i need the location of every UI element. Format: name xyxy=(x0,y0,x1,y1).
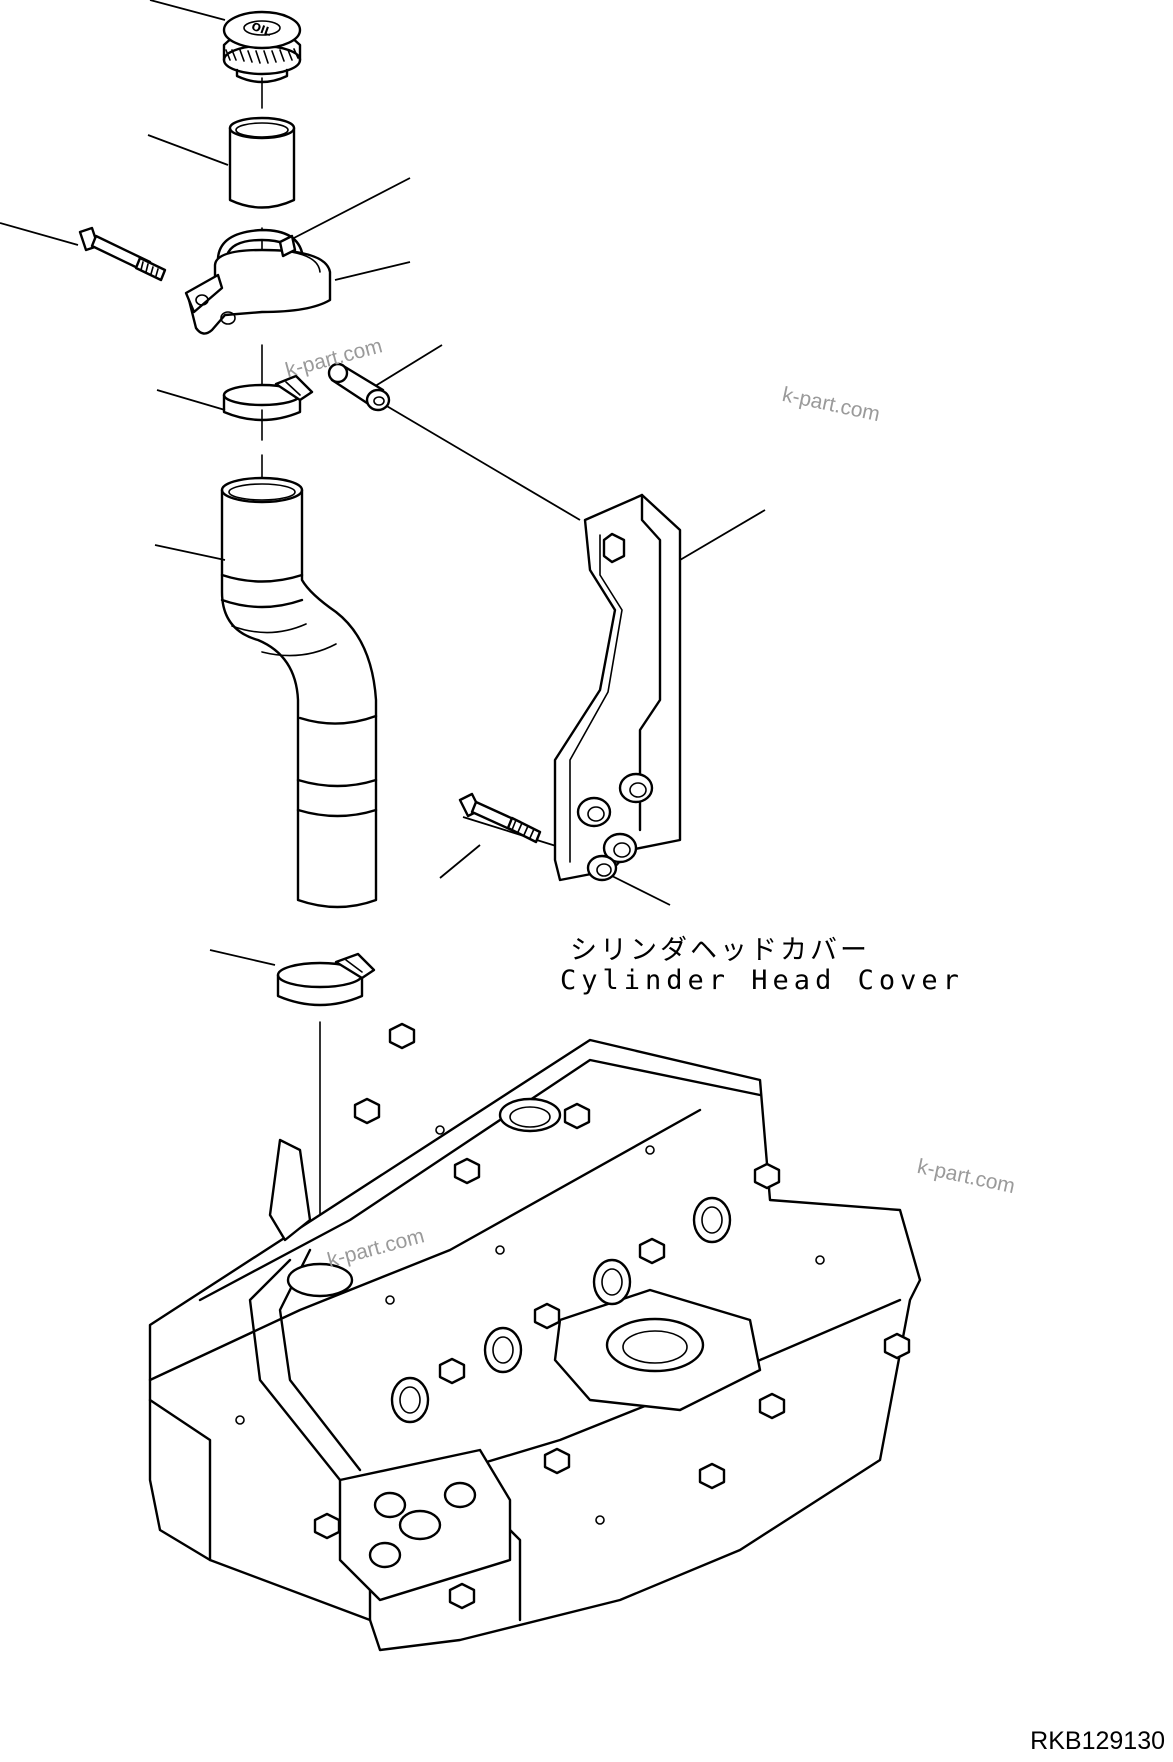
engine-block-icon xyxy=(148,1022,922,1652)
hose-icon xyxy=(220,476,378,909)
bracket-icon xyxy=(553,493,682,882)
drawing-number: RKB129130 xyxy=(1030,1727,1165,1755)
tube-icon xyxy=(228,116,296,209)
bolt-mid-icon xyxy=(458,792,542,844)
band-clamp-icon xyxy=(222,374,314,422)
clamp-bracket-icon xyxy=(184,228,332,335)
cylinder-head-cover-label-jp: シリンダヘッドカバー xyxy=(570,935,870,966)
oil-filler-cap-icon: OIL xyxy=(222,10,302,84)
cylinder-head-cover-label-en: Cylinder Head Cover xyxy=(560,965,964,996)
band-clamp-lower-icon xyxy=(276,952,376,1007)
bolt-icon xyxy=(78,226,167,282)
spacer-icon xyxy=(327,362,391,412)
